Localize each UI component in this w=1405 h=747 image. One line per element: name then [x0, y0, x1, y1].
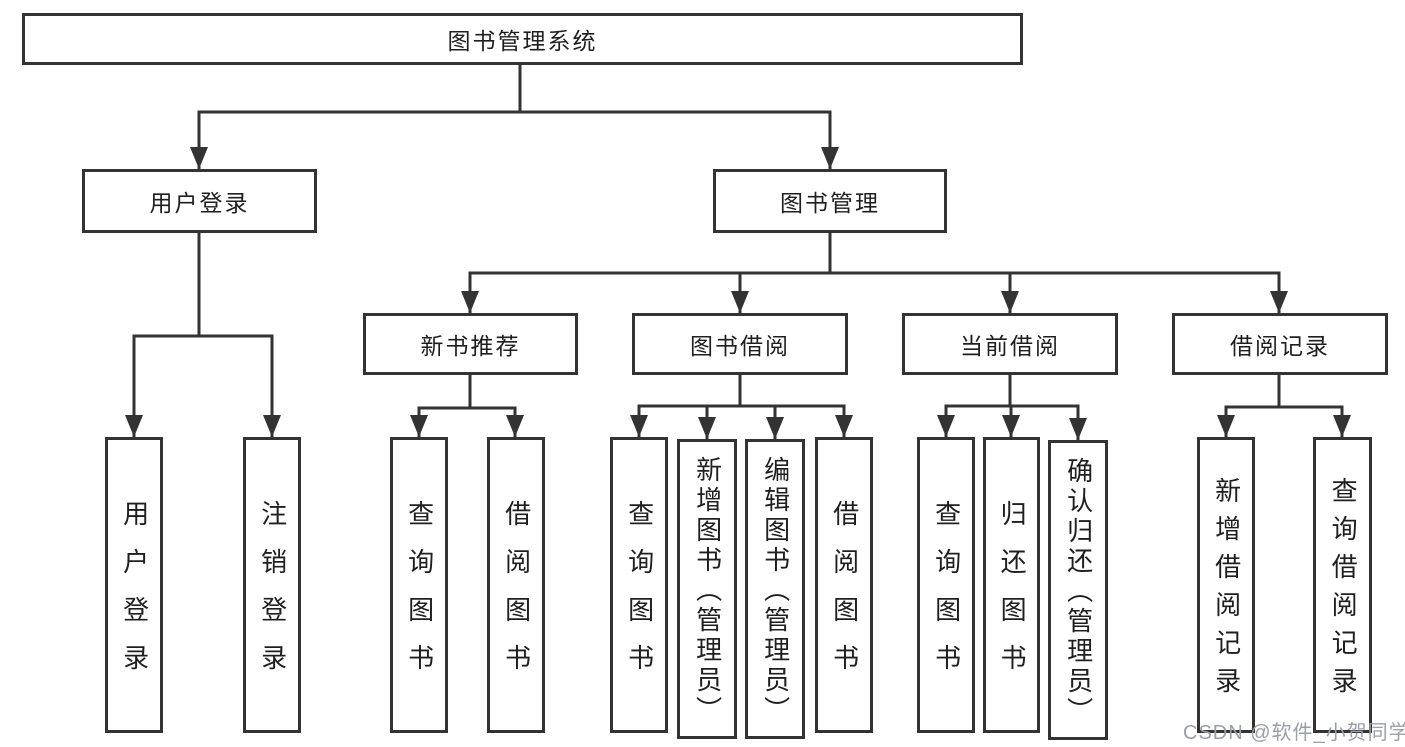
- leaf-br-query-record: 查询借阅记录: [1313, 437, 1372, 733]
- leaf-br-add-record: 新增借阅记录: [1197, 437, 1255, 733]
- node-book-management-label: 图书管理: [780, 190, 880, 216]
- leaf-nbr-borrow-book-label: 借阅图书: [501, 500, 532, 692]
- leaf-cb-confirm-return-admin-label: 确认归还（管理员）: [1063, 457, 1094, 727]
- node-user-login: 用户登录: [82, 169, 317, 233]
- leaf-bb-borrow-book: 借阅图书: [815, 437, 873, 733]
- node-current-borrow-label: 当前借阅: [960, 333, 1060, 359]
- leaf-cb-query-book: 查询图书: [917, 437, 975, 733]
- leaf-cb-confirm-return-admin: 确认归还（管理员）: [1048, 440, 1108, 740]
- leaf-bb-add-book-admin: 新增图书（管理员）: [677, 439, 737, 739]
- leaf-nbr-query-book-label: 查询图书: [404, 500, 435, 692]
- leaf-logout-login-label: 注销登录: [257, 500, 288, 692]
- leaf-user-login-label: 用户登录: [119, 500, 150, 692]
- leaf-cb-return-book: 归还图书: [983, 437, 1040, 733]
- leaf-nbr-borrow-book: 借阅图书: [487, 437, 545, 733]
- leaf-bb-edit-book-admin: 编辑图书（管理员）: [745, 439, 805, 739]
- node-borrow-record: 借阅记录: [1172, 313, 1388, 375]
- node-borrow-record-label: 借阅记录: [1230, 333, 1330, 359]
- node-new-book-recommend: 新书推荐: [363, 313, 578, 375]
- leaf-br-query-record-label: 查询借阅记录: [1328, 477, 1359, 705]
- leaf-bb-borrow-book-label: 借阅图书: [829, 500, 860, 692]
- node-book-borrow: 图书借阅: [632, 313, 848, 375]
- leaf-bb-edit-book-admin-label: 编辑图书（管理员）: [760, 456, 791, 726]
- leaf-nbr-query-book: 查询图书: [390, 437, 448, 733]
- node-user-login-label: 用户登录: [149, 190, 250, 216]
- leaf-logout-login: 注销登录: [243, 437, 301, 733]
- leaf-br-add-record-label: 新增借阅记录: [1211, 477, 1242, 705]
- node-new-book-recommend-label: 新书推荐: [420, 333, 521, 359]
- node-root-label: 图书管理系统: [447, 28, 598, 54]
- node-book-borrow-label: 图书借阅: [690, 333, 790, 359]
- leaf-user-login: 用户登录: [105, 437, 163, 733]
- leaf-cb-query-book-label: 查询图书: [931, 500, 962, 692]
- watermark: CSDN @软件_小贺同学: [1183, 722, 1405, 744]
- node-root: 图书管理系统: [22, 13, 1023, 65]
- node-current-borrow: 当前借阅: [902, 313, 1118, 375]
- leaf-bb-query-book-label: 查询图书: [624, 500, 655, 692]
- leaf-cb-return-book-label: 归还图书: [997, 500, 1028, 692]
- leaf-bb-add-book-admin-label: 新增图书（管理员）: [692, 456, 723, 726]
- leaf-bb-query-book: 查询图书: [610, 437, 668, 733]
- node-book-management: 图书管理: [713, 169, 947, 233]
